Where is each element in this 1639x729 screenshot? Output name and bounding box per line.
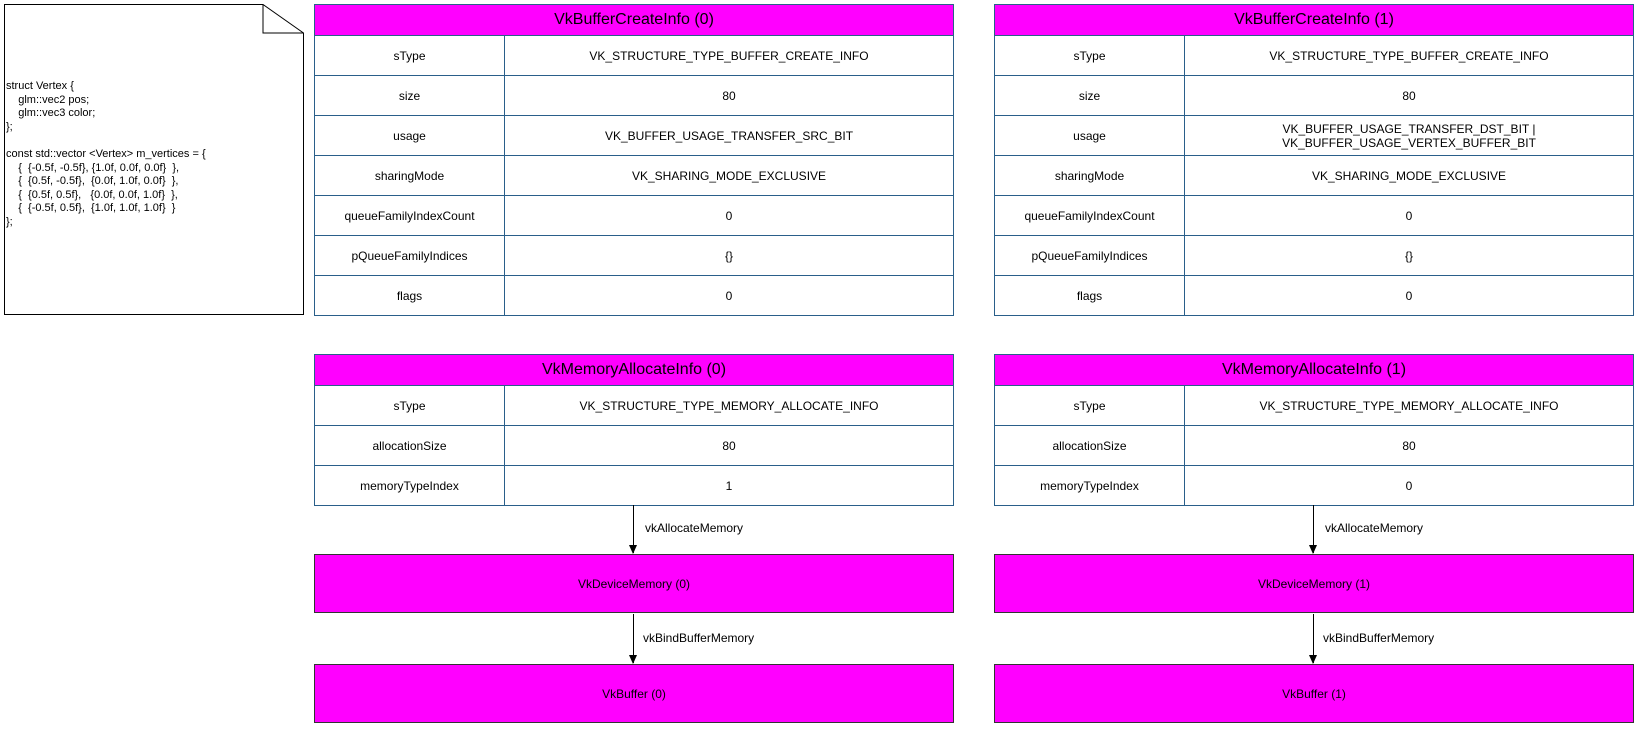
table-row: pQueueFamilyIndices {}: [315, 236, 953, 276]
table-row: sharingMode VK_SHARING_MODE_EXCLUSIVE: [995, 156, 1633, 196]
field-name: size: [995, 76, 1185, 115]
device-memory-0: VkDeviceMemory (0): [314, 554, 954, 613]
field-value: 0: [1405, 208, 1413, 223]
table-row: sType VK_STRUCTURE_TYPE_BUFFER_CREATE_INF…: [995, 36, 1633, 76]
field-name: size: [315, 76, 505, 115]
field-value: {}: [724, 248, 733, 263]
table-row: size 80: [995, 76, 1633, 116]
field-value: VK_SHARING_MODE_EXCLUSIVE: [631, 168, 827, 183]
field-value: 0: [725, 208, 733, 223]
field-value: 80: [1402, 88, 1416, 103]
field-value: VK_BUFFER_USAGE_TRANSFER_DST_BIT | VK_BU…: [1282, 121, 1536, 150]
field-name: sharingMode: [315, 156, 505, 195]
field-name: sType: [995, 36, 1185, 75]
bind-edge-label-1: vkBindBufferMemory: [1323, 631, 1435, 645]
bind-arrow-1: [1309, 614, 1317, 664]
allocate-edge-label-0: vkAllocateMemory: [645, 521, 744, 535]
struct-title: VkBufferCreateInfo (0): [315, 5, 953, 36]
field-value: 0: [1405, 288, 1413, 303]
field-name: pQueueFamilyIndices: [995, 236, 1185, 275]
field-name: sType: [315, 386, 505, 425]
field-name: usage: [995, 116, 1185, 155]
table-row: allocationSize 80: [315, 426, 953, 466]
table-row: sharingMode VK_SHARING_MODE_EXCLUSIVE: [315, 156, 953, 196]
table-row: flags 0: [995, 276, 1633, 315]
field-value: 80: [1402, 438, 1416, 453]
field-name: queueFamilyIndexCount: [995, 196, 1185, 235]
field-value: {}: [1404, 248, 1413, 263]
struct-title: VkBufferCreateInfo (1): [995, 5, 1633, 36]
field-value: VK_STRUCTURE_TYPE_MEMORY_ALLOCATE_INFO: [1259, 398, 1559, 413]
table-row: flags 0: [315, 276, 953, 315]
field-value: 80: [722, 88, 736, 103]
field-value: VK_STRUCTURE_TYPE_MEMORY_ALLOCATE_INFO: [579, 398, 879, 413]
allocate-edge-label-1: vkAllocateMemory: [1325, 521, 1424, 535]
table-row: sType VK_STRUCTURE_TYPE_BUFFER_CREATE_INF…: [315, 36, 953, 76]
table-row: sType VK_STRUCTURE_TYPE_MEMORY_ALLOCATE_I…: [315, 386, 953, 426]
note-shape: [4, 4, 304, 315]
table-row: queueFamilyIndexCount 0: [995, 196, 1633, 236]
field-name: allocationSize: [315, 426, 505, 465]
buffer-create-info-1: VkBufferCreateInfo (1) sType VK_STRUCTURE…: [994, 4, 1634, 316]
allocate-arrow-0: [629, 505, 637, 554]
field-name: memoryTypeIndex: [995, 466, 1185, 505]
field-value: 0: [1405, 478, 1413, 493]
memory-allocate-info-0: VkMemoryAllocateInfo (0) sType VK_STRUCTU…: [314, 354, 954, 506]
field-value: 1: [725, 478, 733, 493]
buffer-1: VkBuffer (1): [994, 664, 1634, 723]
buffer-0: VkBuffer (0): [314, 664, 954, 723]
allocate-arrow-1: [1309, 505, 1317, 554]
device-memory-1: VkDeviceMemory (1): [994, 554, 1634, 613]
field-value: VK_SHARING_MODE_EXCLUSIVE: [1311, 168, 1507, 183]
field-name: usage: [315, 116, 505, 155]
buffer-create-info-0: VkBufferCreateInfo (0) sType VK_STRUCTURE…: [314, 4, 954, 316]
field-value: VK_BUFFER_USAGE_TRANSFER_SRC_BIT: [604, 128, 854, 143]
table-row: memoryTypeIndex 1: [315, 466, 953, 505]
field-name: queueFamilyIndexCount: [315, 196, 505, 235]
field-value: 80: [722, 438, 736, 453]
field-name: memoryTypeIndex: [315, 466, 505, 505]
field-name: flags: [995, 276, 1185, 315]
field-name: sType: [315, 36, 505, 75]
code-note: struct Vertex { glm::vec2 pos; glm::vec3…: [4, 4, 304, 315]
table-row: size 80: [315, 76, 953, 116]
field-name: sharingMode: [995, 156, 1185, 195]
table-row: queueFamilyIndexCount 0: [315, 196, 953, 236]
struct-title: VkMemoryAllocateInfo (0): [315, 355, 953, 386]
table-row: pQueueFamilyIndices {}: [995, 236, 1633, 276]
field-value: 0: [725, 288, 733, 303]
table-row: memoryTypeIndex 0: [995, 466, 1633, 505]
field-name: pQueueFamilyIndices: [315, 236, 505, 275]
table-row: usage VK_BUFFER_USAGE_TRANSFER_DST_BIT | …: [995, 116, 1633, 156]
bind-edge-label-0: vkBindBufferMemory: [643, 631, 755, 645]
field-value: VK_STRUCTURE_TYPE_BUFFER_CREATE_INFO: [589, 48, 869, 63]
memory-allocate-info-1: VkMemoryAllocateInfo (1) sType VK_STRUCTU…: [994, 354, 1634, 506]
field-value: VK_STRUCTURE_TYPE_BUFFER_CREATE_INFO: [1269, 48, 1549, 63]
table-row: usage VK_BUFFER_USAGE_TRANSFER_SRC_BIT: [315, 116, 953, 156]
field-name: flags: [315, 276, 505, 315]
table-row: sType VK_STRUCTURE_TYPE_MEMORY_ALLOCATE_I…: [995, 386, 1633, 426]
field-name: sType: [995, 386, 1185, 425]
table-row: allocationSize 80: [995, 426, 1633, 466]
struct-title: VkMemoryAllocateInfo (1): [995, 355, 1633, 386]
bind-arrow-0: [629, 614, 637, 664]
code-text: struct Vertex { glm::vec2 pos; glm::vec3…: [6, 80, 206, 228]
field-name: allocationSize: [995, 426, 1185, 465]
